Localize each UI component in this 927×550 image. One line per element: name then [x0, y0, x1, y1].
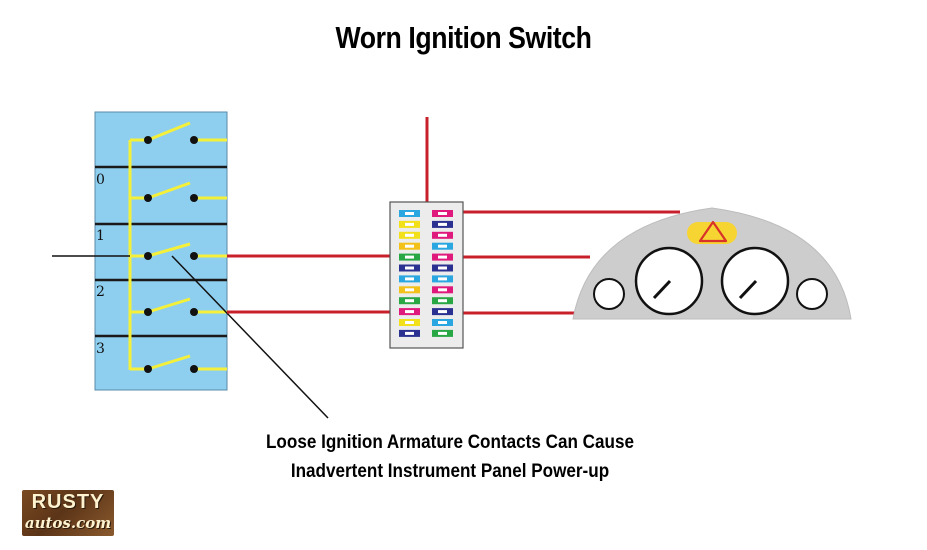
fuse-array — [399, 210, 453, 337]
fuse-window — [438, 212, 447, 215]
fuse-window — [438, 299, 447, 303]
warning-triangle-icon — [698, 220, 728, 243]
position-label: 1 — [96, 228, 105, 244]
fuse-window — [438, 222, 447, 226]
fuse-window — [405, 277, 414, 281]
callout-pointer-line — [171, 255, 329, 419]
position-label: 2 — [96, 284, 105, 300]
indicator-light — [796, 278, 828, 310]
logo-line-1: RUSTY — [31, 491, 105, 513]
fuse-window — [405, 222, 414, 226]
armature-contact — [147, 181, 191, 200]
fuse-window — [405, 212, 414, 215]
fuse-window — [405, 299, 414, 303]
caption-line-1: Loose Ignition Armature Contacts Can Cau… — [265, 432, 635, 453]
ignition-switch: 0 1 2 3 — [94, 111, 228, 391]
fuse-window — [438, 331, 447, 335]
fuse-window — [438, 310, 447, 314]
fuse-window — [405, 288, 414, 292]
fuse-box — [389, 201, 464, 349]
fuse-window — [438, 277, 447, 281]
fuse-window — [405, 255, 414, 259]
armature-contact — [147, 297, 191, 314]
indicator-light — [593, 278, 625, 310]
fuse-window — [405, 321, 414, 324]
logo-line-2: autos.com — [24, 514, 112, 532]
position-label: 0 — [96, 172, 105, 188]
fuse-window — [438, 255, 447, 259]
contact-row — [130, 242, 227, 260]
armature-contact — [147, 121, 191, 142]
diagram-title: Worn Ignition Switch — [335, 20, 592, 55]
fuse-window — [438, 244, 447, 248]
power-wires — [227, 117, 680, 315]
contact-row — [130, 121, 227, 144]
caption-line-2: Inadvertent Instrument Panel Power-up — [290, 461, 610, 482]
contact-row — [130, 297, 227, 316]
instrument-cluster — [572, 207, 852, 320]
position-label: 3 — [96, 341, 105, 357]
fuse-window — [405, 233, 414, 237]
armature-contact — [147, 242, 191, 258]
contact-row — [130, 181, 227, 202]
gauge-needle — [738, 279, 758, 300]
contact-row — [130, 354, 227, 373]
fuse-window — [438, 288, 447, 292]
fuse-window — [405, 266, 414, 270]
site-logo: RUSTY autos.com — [22, 490, 114, 536]
gauge-needle — [652, 279, 672, 300]
fuse-window — [438, 266, 447, 270]
armature-contact — [147, 354, 191, 371]
fuse-window — [438, 321, 447, 324]
fuse-window — [405, 310, 414, 314]
fuse-window — [438, 233, 447, 237]
fuse-window — [405, 331, 414, 335]
fuse-window — [405, 244, 414, 248]
